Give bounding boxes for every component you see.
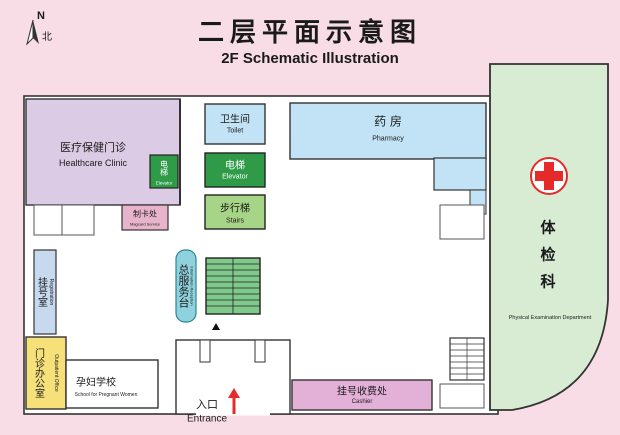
cashier-label-en: Cashier xyxy=(351,399,373,405)
pharmacy-label: 药 房 xyxy=(374,114,402,129)
stairs-room[interactable] xyxy=(204,194,266,230)
pharmacy-room[interactable] xyxy=(289,102,487,160)
magcard-label: 制卡处 xyxy=(133,209,157,219)
registration-room[interactable] xyxy=(33,249,57,335)
elevator-label: 电梯 xyxy=(225,160,245,172)
info-desk-label: 总服务台 xyxy=(177,264,190,308)
stairs-label-en: Stairs xyxy=(226,217,244,225)
compass-bei: 北 xyxy=(42,32,52,43)
outpatient-label-en: Outpatient Office xyxy=(53,354,59,392)
up-arrow-icon xyxy=(212,323,220,330)
elevator-label-en: Elevator xyxy=(222,173,248,181)
entrance-label: 入口 xyxy=(196,398,218,411)
compass-n: N xyxy=(37,10,45,22)
info-desk[interactable] xyxy=(175,249,197,323)
cashier-label: 挂号收费处 xyxy=(337,386,387,398)
cashier-room[interactable] xyxy=(291,379,433,411)
entrance-door xyxy=(199,339,211,363)
side-room xyxy=(439,204,485,240)
pregnant-school-label: 孕妇学校 xyxy=(76,377,116,389)
magcard-room[interactable] xyxy=(121,204,169,231)
pregnant-school-room[interactable] xyxy=(65,359,159,409)
red-cross-icon xyxy=(530,157,568,195)
physical-exam-room[interactable] xyxy=(489,63,609,411)
pharmacy-label-en: Pharmacy xyxy=(372,135,404,143)
stairs-label: 步行梯 xyxy=(220,203,250,215)
compass-icon xyxy=(26,19,39,46)
toilet-label: 卫生间 xyxy=(220,114,250,126)
toilet-label-en: Toilet xyxy=(226,127,244,135)
outpatient-label: 门诊办公室 xyxy=(32,348,44,398)
entrance-label-en: Entrance xyxy=(186,413,228,425)
main-elevator-room[interactable] xyxy=(204,152,266,188)
registration-label-en: Registration xyxy=(48,278,54,306)
page-title: 二层平面示意图 xyxy=(197,18,422,48)
pharmacy-annex xyxy=(433,157,487,191)
registration-label: 挂号室 xyxy=(35,277,47,307)
physical-exam-label: 体检科 xyxy=(538,219,557,301)
pregnant-school-label-en: School for Pregnant Women xyxy=(74,392,138,398)
small-elevator-label: 电梯 xyxy=(159,160,169,176)
toilet-room[interactable] xyxy=(204,103,266,145)
clinic-label: 医疗保健门诊 xyxy=(60,141,126,154)
clinic-label-en: Healthcare Clinic xyxy=(58,158,128,168)
magcard-label-en: Magcard Service xyxy=(129,221,161,227)
side-room xyxy=(33,204,95,236)
side-room xyxy=(439,383,485,409)
info-desk-label-en: Information Reception xyxy=(189,266,195,306)
entrance-door xyxy=(254,339,266,363)
small-elevator-label-en: Elevator xyxy=(155,180,173,186)
outpatient-room[interactable] xyxy=(25,336,67,410)
physical-exam-label-en: Physical Examination Department xyxy=(508,315,592,321)
entrance-arrow-head xyxy=(228,388,240,398)
small-elevator-room[interactable] xyxy=(149,154,179,189)
page-subtitle: 2F Schematic Illustration xyxy=(221,50,399,67)
